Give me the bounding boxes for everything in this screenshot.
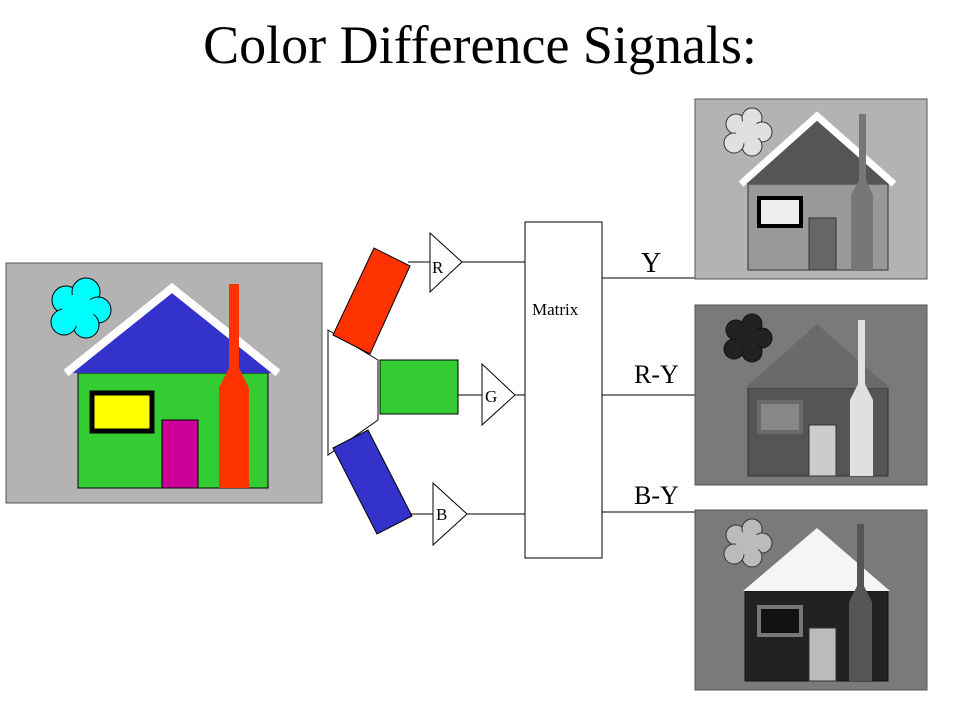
source-cloud-icon: [50, 277, 112, 339]
source-roof-trim: [63, 282, 281, 377]
matrix-label: Matrix: [532, 300, 579, 319]
source-picture: [5, 262, 323, 504]
y-cloud-icon: [723, 107, 773, 157]
source-house-door: [161, 419, 199, 489]
y-picture: [694, 98, 928, 280]
y-output-label: Y: [641, 248, 661, 279]
blue-amplifier-triangle: [432, 481, 468, 547]
by-cloud-icon: [723, 518, 773, 568]
green-channel-block: [379, 359, 459, 415]
green-amplifier-label: G: [485, 387, 497, 406]
matrix-box: [524, 221, 603, 559]
beam-splitter-prism: [327, 247, 459, 535]
ry-output-label: R-Y: [634, 360, 679, 389]
matrix-block: Matrix: [524, 221, 603, 559]
ry-cloud-icon: [723, 313, 773, 363]
red-amplifier: R: [408, 231, 525, 294]
by-picture: [694, 509, 928, 691]
red-amplifier-label: R: [432, 258, 444, 277]
red-channel-block: [332, 247, 411, 355]
green-amplifier-triangle: [481, 362, 516, 427]
red-amplifier-triangle: [429, 231, 463, 294]
by-output-label: B-Y: [634, 481, 679, 510]
blue-channel-block: [332, 429, 413, 535]
page-title: Color Difference Signals:: [203, 15, 757, 75]
source-chimney: [219, 284, 249, 488]
source-house-window: [89, 390, 155, 434]
ry-picture: [694, 304, 928, 486]
output-lines: Y R-Y B-Y: [602, 248, 695, 513]
green-amplifier: G: [458, 362, 525, 427]
source-house-roof: [72, 292, 272, 373]
blue-amplifier: B: [410, 481, 525, 547]
blue-amplifier-label: B: [436, 505, 447, 524]
